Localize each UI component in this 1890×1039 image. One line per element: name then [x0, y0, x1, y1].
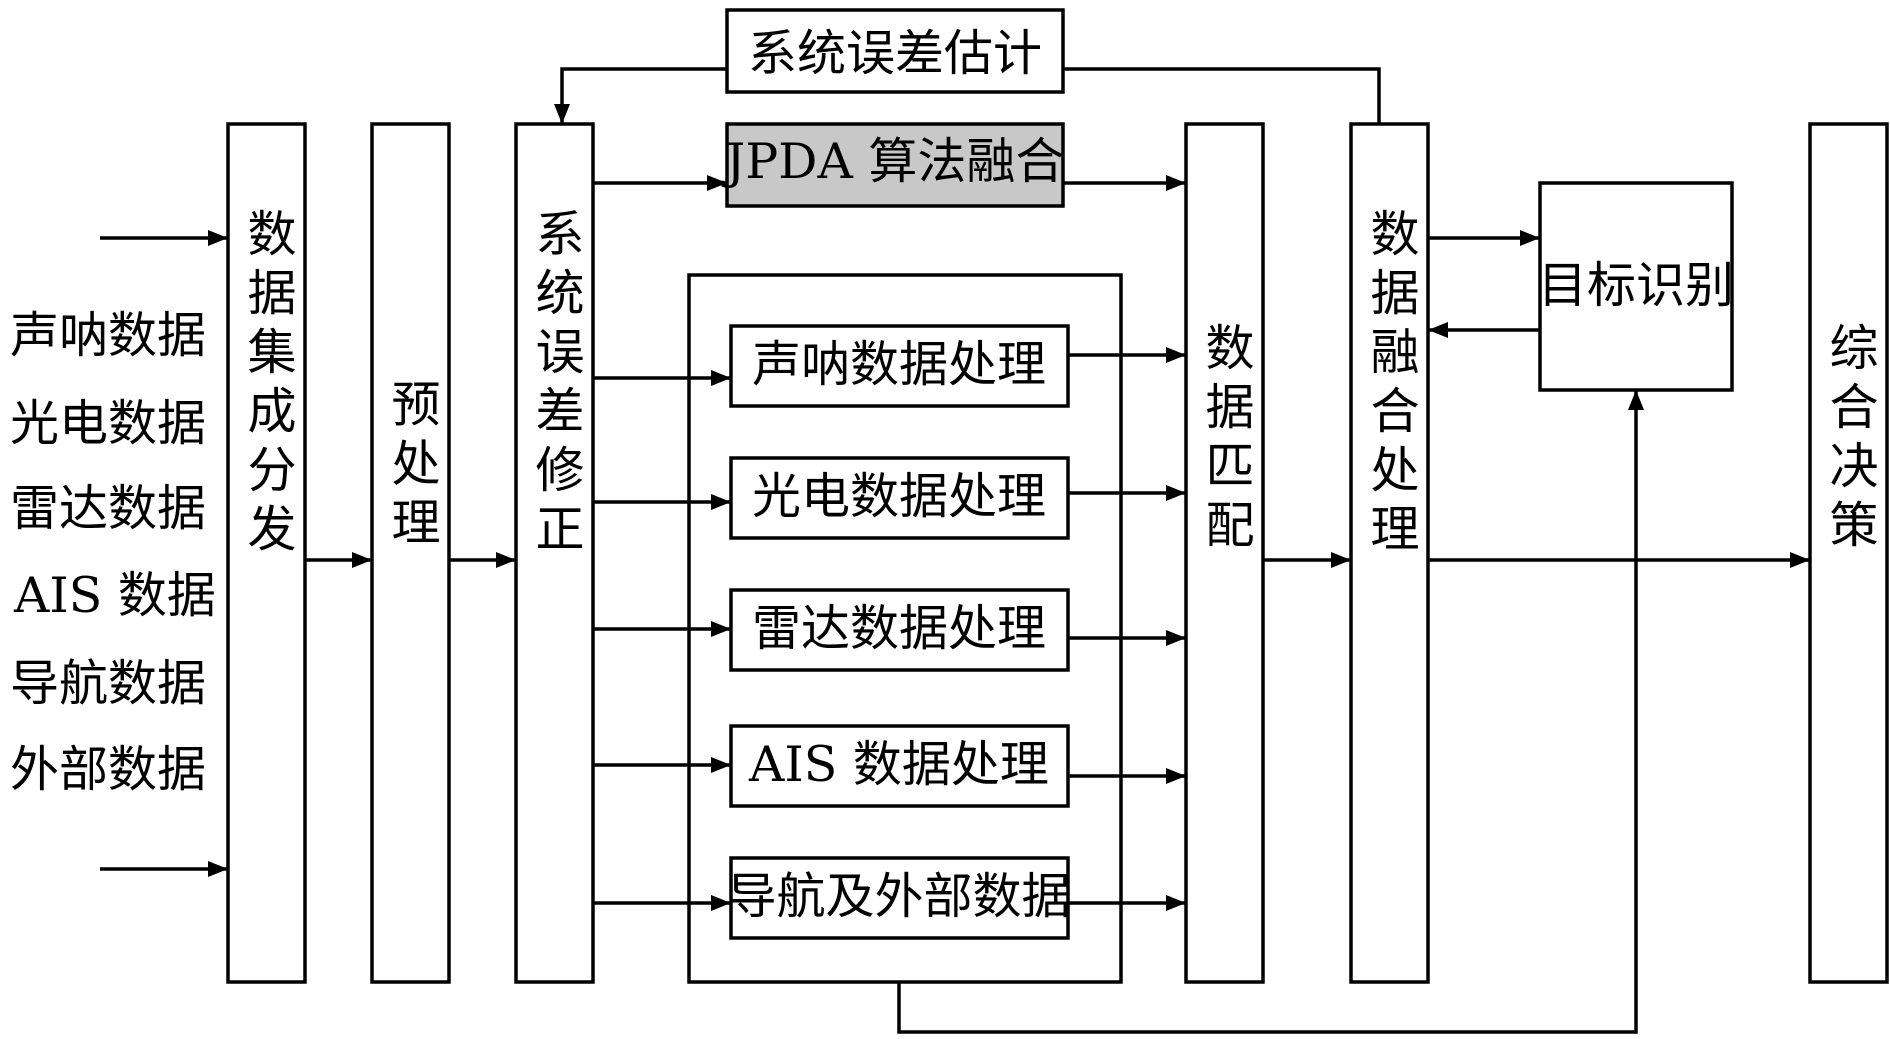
match-block [1184, 122, 1265, 984]
match-block-label: 数据匹配 [1198, 322, 1255, 558]
preprocess-block-label: 预处理 [384, 379, 441, 556]
integrate-block [226, 122, 307, 984]
processing-label-radar: 雷达数据处理 [752, 600, 1046, 657]
feedback-fusion-to-estimate [1063, 67, 1381, 124]
fusion-block-label: 数据融合处理 [1363, 208, 1420, 562]
estimate-box [725, 8, 1065, 94]
processing-label-ais: AIS 数据处理 [748, 736, 1049, 793]
correction-block-label: 系统误差修正 [528, 208, 585, 562]
integrate-block-label: 数据集成分发 [240, 208, 297, 562]
loop-processing-to-recognition [897, 390, 1644, 1034]
processing-label-photoelectric: 光电数据处理 [752, 468, 1046, 525]
recognition-box-label: 目标识别 [1538, 257, 1734, 314]
feedback-estimate-to-correction [554, 67, 727, 124]
input-label-sonar: 声呐数据 [10, 307, 206, 364]
processing-label-nav-external: 导航及外部数据 [727, 868, 1070, 925]
input-labels: 声呐数据 光电数据 雷达数据 AIS 数据 导航数据 外部数据 [10, 307, 216, 798]
decision-block-label: 综合决策 [1822, 322, 1879, 558]
recognition-box [1538, 181, 1734, 392]
fusion-block [1349, 122, 1430, 984]
input-label-radar: 雷达数据 [10, 480, 206, 537]
estimate-box-label: 系统误差估计 [748, 25, 1042, 82]
processing-box-ais [729, 724, 1070, 808]
jpda-box [725, 122, 1065, 208]
processing-box-nav-external [729, 856, 1070, 940]
decision-block [1808, 122, 1889, 984]
jpda-box-label: JPDA 算法融合 [721, 133, 1065, 190]
input-label-navigation: 导航数据 [10, 655, 206, 712]
correction-block [514, 122, 595, 984]
input-label-photoelectric: 光电数据 [10, 395, 206, 452]
processing-box-radar [729, 588, 1070, 672]
processing-label-sonar: 声呐数据处理 [752, 336, 1046, 393]
processing-box-photoelectric [729, 456, 1070, 540]
input-label-external: 外部数据 [10, 741, 206, 798]
preprocess-block [370, 122, 451, 984]
processing-box-sonar [729, 324, 1070, 408]
input-label-ais: AIS 数据 [13, 567, 216, 624]
